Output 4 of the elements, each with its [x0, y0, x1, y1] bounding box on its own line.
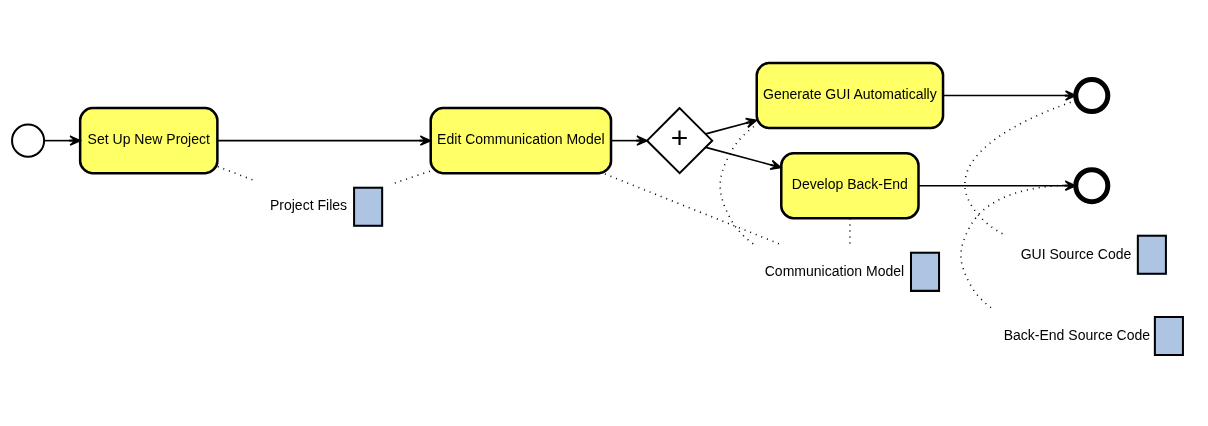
- node-label: Communication Model: [764, 262, 905, 279]
- node-label: Project Files: [269, 196, 348, 213]
- node-label: Back-End Source Code: [1003, 326, 1151, 343]
- node-label: GUI Source Code: [1020, 245, 1132, 262]
